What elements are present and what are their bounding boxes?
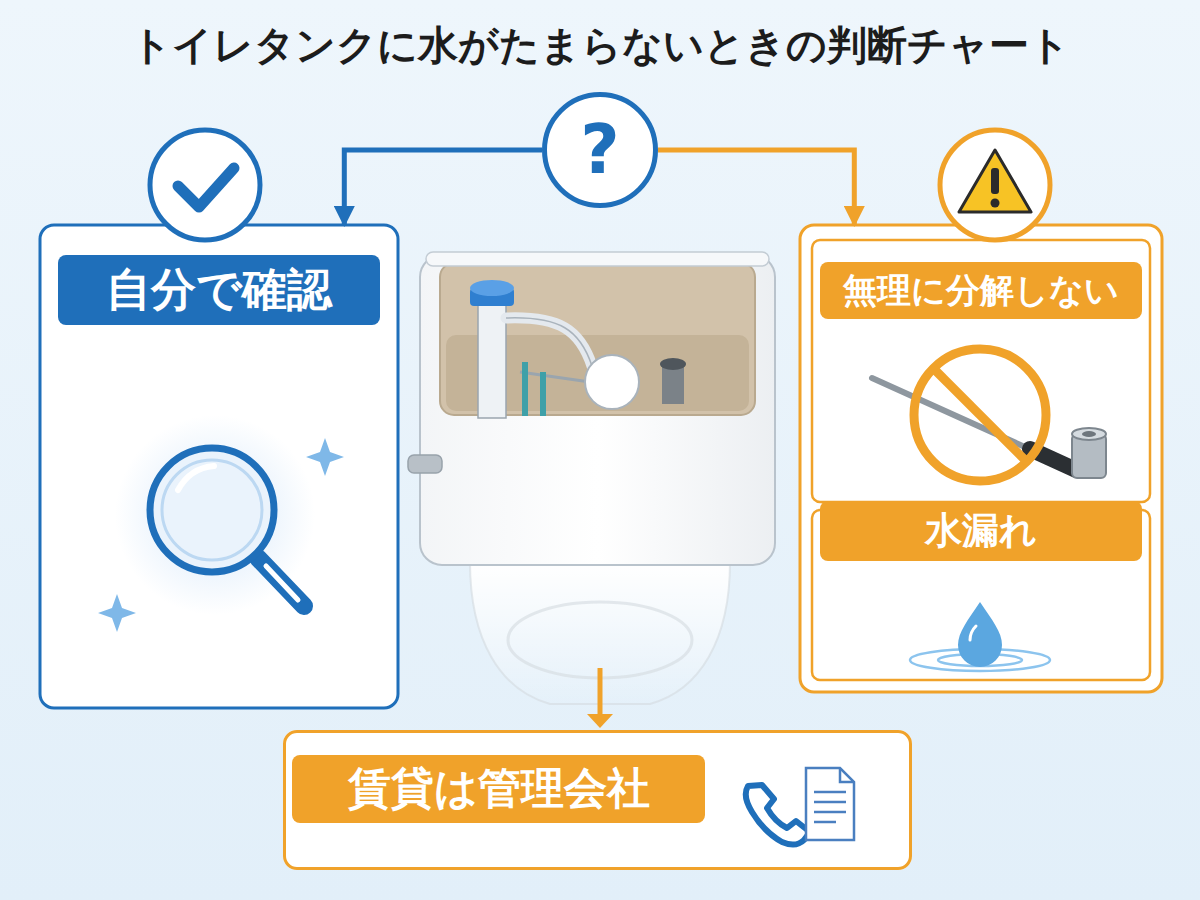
flush-valve-top [660, 358, 686, 370]
bolt-top [1072, 428, 1106, 440]
panel-heading: 無理に分解しない [820, 262, 1142, 319]
drop-shine [970, 626, 976, 640]
water-drop [958, 602, 1002, 667]
badge-circle [150, 130, 260, 240]
prohibition-slash [933, 368, 1027, 462]
question-circle: ? [542, 92, 658, 208]
arrow-head [587, 714, 613, 728]
refill-tube-edge [506, 318, 592, 366]
document-fold [840, 768, 854, 782]
flow-arrow [658, 150, 854, 225]
document-icon [806, 768, 854, 840]
lens-ring [162, 460, 262, 560]
bolt-hole [1082, 431, 1096, 437]
sparkle [306, 438, 344, 476]
tank-rim [426, 252, 769, 266]
exclamation-dot [991, 199, 1000, 208]
float-arm [520, 372, 590, 382]
exclamation-bar [991, 168, 999, 194]
panel-outline [800, 225, 1162, 692]
arrow-line [598, 668, 603, 716]
warning-triangle [959, 150, 1031, 212]
magnifier-icon [98, 415, 344, 632]
magnifier-lens [150, 448, 274, 572]
prohibition-circle [914, 349, 1046, 481]
flow-arrow [344, 150, 542, 225]
toilet-seat [508, 602, 692, 678]
chain [522, 362, 528, 416]
chain [540, 372, 546, 416]
warning-badge [940, 130, 1050, 240]
lens-shine [178, 466, 214, 490]
valve-cap-top [470, 280, 514, 296]
refill-tube [506, 318, 592, 366]
phone-document-icon [746, 768, 854, 845]
document-line [814, 801, 846, 804]
no-disassembly-icon [872, 349, 1106, 481]
panel-heading: 水漏れ [820, 501, 1142, 561]
panel-heading: 自分で確認 [58, 255, 380, 325]
warning-panel: 無理に分解しない水漏れ [800, 225, 1162, 692]
box-fill [283, 730, 912, 870]
contact-box: 賃貸は管理会社 [283, 730, 912, 870]
badge-circle [940, 130, 1050, 240]
checkmark [178, 168, 234, 207]
toilet-tank [420, 255, 775, 565]
panel-outline [40, 225, 398, 708]
check-panel: 自分で確認 [40, 225, 398, 708]
box-heading: 賃貸は管理会社 [292, 755, 705, 823]
check-badge [150, 130, 260, 240]
chart-title: トイレタンクに水がたまらないときの判断チャート [0, 18, 1200, 72]
flush-handle [408, 455, 442, 473]
toilet-illustration [408, 252, 775, 704]
document-line [814, 791, 846, 794]
sparkle [98, 594, 136, 632]
document-line [814, 821, 836, 824]
sub-panel-outline [812, 240, 1150, 502]
document-line [814, 811, 846, 814]
water-drop-icon [910, 602, 1050, 671]
magnifier-handle [258, 558, 304, 606]
question-mark: ? [572, 101, 627, 199]
down-arrow [587, 668, 613, 728]
phone-icon [746, 785, 810, 845]
float-ball [585, 355, 639, 409]
icon-glow [115, 415, 315, 615]
magnifier-handle-shine [266, 566, 298, 600]
